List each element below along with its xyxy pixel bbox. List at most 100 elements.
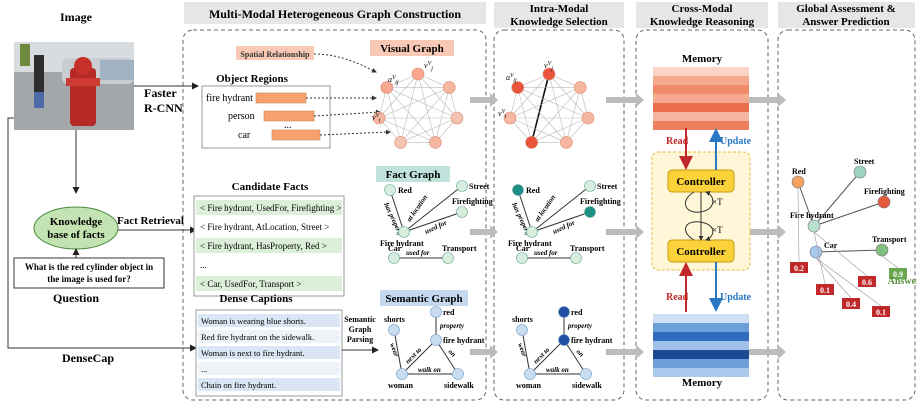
visual-edge-label: aVij xyxy=(388,75,399,86)
visual-node xyxy=(503,111,517,125)
visual-sel-node-j-label: vVj xyxy=(544,61,553,72)
dense-captions-title: Dense Captions xyxy=(219,293,293,305)
fact-graph-title-bg xyxy=(376,166,450,182)
column-headers: Image Multi-Modal Heterogeneous Graph Co… xyxy=(60,2,915,28)
assessment-node xyxy=(809,245,823,259)
fact-node xyxy=(570,252,582,264)
assessment-node-label: Red xyxy=(792,167,806,176)
caption-row: Woman is wearing blue shorts. xyxy=(201,316,306,326)
visual-edge xyxy=(378,73,419,119)
visual-node xyxy=(380,81,394,94)
memory-slot xyxy=(653,359,749,368)
visual-node xyxy=(442,81,456,94)
fact-node xyxy=(384,184,396,196)
visual-node xyxy=(394,136,407,149)
visual-edge xyxy=(435,87,450,143)
knowledge-base-label-1: Knowledge xyxy=(50,216,103,228)
object-regions-title: Object Regions xyxy=(216,73,289,85)
memory-slot xyxy=(653,85,749,94)
semantic-graph-title-bg xyxy=(380,290,468,306)
faster-rcnn-label-1: Faster xyxy=(144,86,177,100)
semantic-node-label: shorts xyxy=(512,315,533,324)
semantic-node xyxy=(430,306,442,318)
semantic-edge xyxy=(529,339,565,375)
assessment-edge xyxy=(813,171,861,227)
densecap-label: DenseCap xyxy=(62,351,114,365)
caption-row-bg xyxy=(198,378,340,391)
visual-node xyxy=(542,67,556,81)
score-connector xyxy=(815,257,852,299)
fact-edge xyxy=(388,189,405,233)
fact-edge-label: at location xyxy=(405,193,429,223)
header-image: Image xyxy=(60,10,93,24)
header-construction: Multi-Modal Heterogeneous Graph Construc… xyxy=(209,7,461,21)
semantic-edge xyxy=(563,339,587,375)
semantic-edge xyxy=(435,339,459,375)
memory-slot xyxy=(653,121,749,130)
fact-graph-title: Fact Graph xyxy=(386,169,441,181)
semantic-edge-label: walk on xyxy=(546,366,569,374)
semantic-edge-label: walk on xyxy=(418,366,441,374)
fact-row: < Fire hydrant, AtLocation, Street > xyxy=(200,222,329,232)
update-bottom-label: Update xyxy=(720,292,752,303)
visual-edge xyxy=(509,117,567,143)
score-box xyxy=(790,262,808,273)
assessment-edge xyxy=(815,247,883,253)
score-connector xyxy=(797,187,800,263)
assessment-edge xyxy=(797,181,815,227)
score-value: 0.6 xyxy=(862,278,872,287)
read-top-label: Read xyxy=(666,136,689,147)
score-value: 0.2 xyxy=(794,264,804,273)
fact-row: ... xyxy=(200,260,207,270)
fact-row-bg xyxy=(196,276,342,291)
spatial-relationship-bg xyxy=(236,46,314,60)
semantic-edge-label: wear xyxy=(516,342,528,358)
semantic-node-label: red xyxy=(443,308,455,317)
fact-edge-label: used for xyxy=(406,249,430,257)
assessment-node-label: Fire hydrant xyxy=(790,211,834,220)
knowledge-base-label-2: base of facts xyxy=(47,229,105,241)
assessment-node-label: Street xyxy=(854,157,875,166)
semantic-edge-label: property xyxy=(439,322,465,330)
semantic-graph-title: Semantic Graph xyxy=(385,293,462,305)
question-label: Question xyxy=(53,291,99,305)
visual-edge xyxy=(400,87,450,143)
visual-node xyxy=(429,136,442,149)
grey-arrow xyxy=(606,93,644,107)
read-bottom-label: Read xyxy=(666,292,689,303)
grey-arrow xyxy=(470,345,498,359)
caption-row: ... xyxy=(201,364,207,374)
dense-captions-list: Woman is wearing blue shorts.Red fire hy… xyxy=(198,314,340,391)
visual-edge xyxy=(386,87,436,143)
fact-node-label: Red xyxy=(526,186,540,195)
semantic-node-label: fire hydrant xyxy=(571,336,613,345)
fact-node xyxy=(516,252,528,264)
fact-edge xyxy=(531,210,591,233)
score-connector xyxy=(813,231,868,277)
object-person: person xyxy=(228,111,255,122)
fact-edge xyxy=(403,210,463,233)
score-connector xyxy=(813,231,826,285)
fact-edge-label: used for xyxy=(534,249,558,257)
visual-node xyxy=(511,81,525,94)
fact-node-label: Car xyxy=(516,244,530,253)
answer-label: Answer xyxy=(888,276,917,287)
assessment-node xyxy=(853,165,867,179)
question-box xyxy=(13,257,165,289)
visual-node-j-label: vVj xyxy=(424,61,433,72)
score-value: 0.1 xyxy=(820,286,830,295)
score-connector xyxy=(815,257,882,307)
fact-node xyxy=(456,180,468,192)
visual-edge xyxy=(386,87,401,143)
fact-row: < Fire hydrant, HasProperty, Red > xyxy=(200,241,327,251)
fact-edge xyxy=(531,185,591,233)
assessment-node xyxy=(791,175,805,189)
memory-slot xyxy=(653,112,749,121)
visual-graph-selection xyxy=(503,67,595,149)
spatial-relationship-label: Spatial Relationship xyxy=(240,50,310,59)
fact-node-label: Fire hydrant xyxy=(380,239,424,248)
object-list: fire hydrant person car ... xyxy=(206,93,292,141)
